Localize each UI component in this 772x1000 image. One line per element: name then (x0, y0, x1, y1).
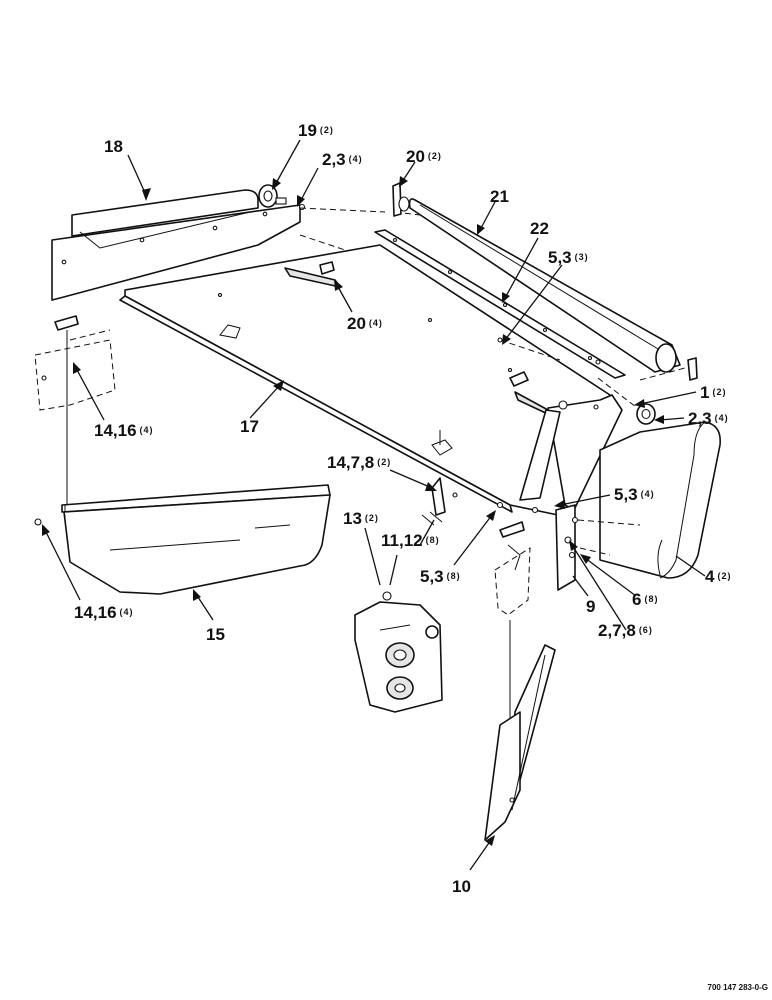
callout-1: 1(2) (700, 383, 726, 402)
right-bracket-ghost (494, 521, 531, 720)
part-9-side-panel (519, 394, 623, 591)
callout-21: 21 (490, 187, 509, 206)
hardware (496, 337, 601, 559)
callout-20-mid: 20(4) (347, 314, 383, 333)
part-10-long-shield (484, 644, 556, 841)
part-13-spring (382, 554, 398, 601)
callout-labels: 18 19(2) 2,3(4) 20(2) 21 22 5,3(3) 20(4)… (74, 121, 768, 992)
part-20-rubber-bumper (284, 261, 553, 417)
part-19-bearing (258, 184, 306, 211)
part-22-strip (374, 229, 626, 379)
callout-2-7-8: 2,7,8(6) (598, 621, 653, 640)
callout-17: 17 (240, 417, 259, 436)
callout-2-3-top: 2,3(4) (322, 150, 363, 169)
callout-18: 18 (104, 137, 123, 156)
callout-22: 22 (530, 219, 549, 238)
figure-reference: 700 147 283-0-G (708, 983, 769, 992)
left-bracket-ghost (34, 315, 116, 505)
callout-15: 15 (206, 625, 225, 644)
part-4-end-shield (599, 421, 722, 579)
part-15-lower-shield (34, 484, 331, 595)
callout-14-16-lower: 14,16(4) (74, 603, 134, 622)
callout-5-3-bottom: 5,3(8) (420, 567, 461, 586)
part-21-right-upper-shield (408, 198, 698, 381)
callout-5-3-right: 5,3(4) (614, 485, 655, 504)
callout-9: 9 (586, 597, 595, 616)
alignment-line (64, 505, 641, 556)
callout-5-3-top: 5,3(3) (548, 248, 589, 267)
callout-14-7-8: 14,7,8(2) (327, 453, 391, 472)
alignment-line (499, 339, 686, 411)
callout-10: 10 (452, 877, 471, 896)
part-1-bearing (636, 403, 656, 425)
part-20-bumper-top (392, 182, 410, 217)
callout-2-3-right: 2,3(4) (688, 409, 729, 428)
callout-11-12: 11,12(8) (381, 531, 440, 550)
callout-13: 13(2) (343, 509, 379, 528)
callout-6: 6(8) (632, 590, 658, 609)
callout-14-16-upper: 14,16(4) (94, 421, 154, 440)
callout-20-top: 20(2) (406, 147, 442, 166)
callout-4: 4(2) (705, 567, 731, 586)
callout-19: 19(2) (298, 121, 334, 140)
center-bracket (421, 477, 458, 526)
gearbox (354, 601, 443, 713)
leader-lines (42, 139, 706, 871)
